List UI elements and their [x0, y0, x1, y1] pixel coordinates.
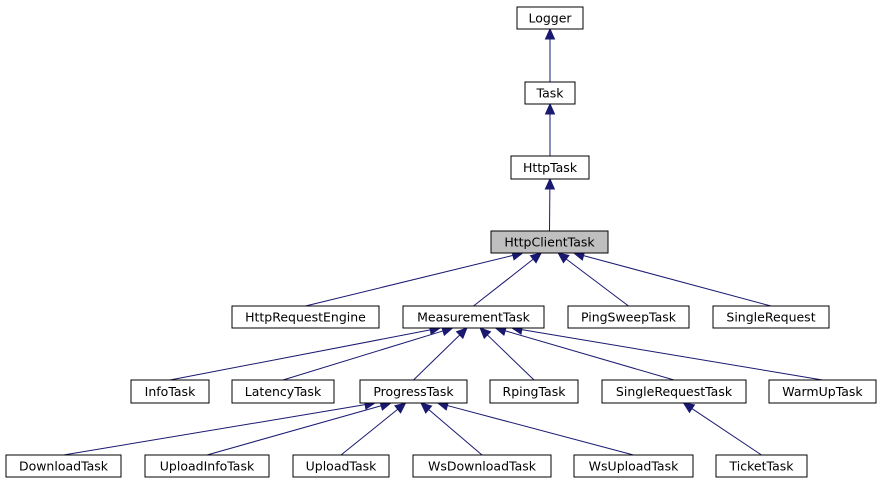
node-upload-info-task[interactable]: UploadInfoTask: [144, 454, 270, 478]
edge-single_request-to-http_client_task: [583, 255, 772, 307]
node-ticket-task[interactable]: TicketTask: [715, 454, 808, 478]
node-download-task-label: DownloadTask: [19, 459, 109, 474]
node-http-client-task-label: HttpClientTask: [504, 235, 595, 250]
node-http-request-engine-label: HttpRequestEngine: [245, 310, 366, 325]
arrowhead-http_client_task-to-http_task: [544, 177, 556, 190]
node-latency-task-label: LatencyTask: [245, 384, 322, 399]
edge-ticket_task-to-single_request_task: [691, 408, 762, 456]
node-progress-task-label: ProgressTask: [373, 384, 454, 399]
edge-rping_task-to-measurement_task: [487, 334, 535, 381]
edge-upload_task-to-progress_task: [340, 408, 399, 456]
arrowhead-ping_sweep_task-to-http_client_task: [557, 252, 570, 264]
node-ping-sweep-task[interactable]: PingSweepTask: [567, 305, 690, 329]
edge-single_request_task-to-measurement_task: [505, 330, 675, 381]
node-measurement-task[interactable]: MeasurementTask: [402, 305, 545, 329]
node-http-task-label: HttpTask: [523, 160, 578, 175]
edge-ping_sweep_task-to-http_client_task: [565, 258, 629, 307]
node-rping-task[interactable]: RpingTask: [489, 379, 579, 404]
edge-info_task-to-measurement_task: [169, 329, 431, 381]
arrowhead-rping_task-to-measurement_task: [479, 327, 492, 340]
edge-latency_task-to-measurement_task: [282, 330, 444, 381]
arrowhead-task-to-logger: [544, 27, 556, 40]
edge-ws_download_task-to-progress_task: [428, 409, 483, 456]
node-warm-up-task-label: WarmUpTask: [782, 384, 863, 399]
edge-progress_task-to-measurement_task: [413, 334, 461, 381]
node-info-task[interactable]: InfoTask: [130, 379, 210, 404]
arrowhead-upload_task-to-progress_task: [394, 402, 407, 414]
node-ws-download-task[interactable]: WsDownloadTask: [412, 454, 552, 478]
node-rping-task-label: RpingTask: [503, 384, 567, 399]
node-task[interactable]: Task: [524, 81, 576, 105]
node-progress-task[interactable]: ProgressTask: [359, 379, 468, 404]
edge-measurement_task-to-http_client_task: [473, 258, 534, 307]
arrowhead-measurement_task-to-http_client_task: [529, 252, 543, 264]
node-ws-upload-task[interactable]: WsUploadTask: [573, 454, 694, 478]
node-measurement-task-label: MeasurementTask: [417, 310, 531, 325]
arrowhead-progress_task-to-measurement_task: [455, 327, 468, 340]
node-logger-label: Logger: [528, 11, 572, 26]
node-info-task-label: InfoTask: [145, 384, 196, 399]
node-logger[interactable]: Logger: [516, 6, 584, 30]
arrowhead-ws_download_task-to-progress_task: [420, 402, 433, 414]
node-ping-sweep-task-label: PingSweepTask: [581, 310, 677, 325]
node-http-task[interactable]: HttpTask: [510, 155, 590, 180]
edge-ws_upload_task-to-progress_task: [447, 405, 634, 456]
node-warm-up-task[interactable]: WarmUpTask: [768, 379, 877, 404]
edge-http_request_engine-to-http_client_task: [305, 254, 514, 307]
edge-download_task-to-progress_task: [63, 404, 366, 456]
edge-upload_info_task-to-progress_task: [206, 405, 382, 456]
arrowhead-ticket_task-to-single_request_task: [682, 402, 696, 414]
node-download-task[interactable]: DownloadTask: [5, 454, 122, 478]
node-latency-task[interactable]: LatencyTask: [231, 379, 335, 404]
node-task-label: Task: [536, 86, 565, 101]
node-http-client-task[interactable]: HttpClientTask: [490, 230, 609, 254]
node-ws-download-task-label: WsDownloadTask: [428, 459, 537, 474]
node-single-request-task[interactable]: SingleRequestTask: [601, 379, 747, 404]
node-upload-info-task-label: UploadInfoTask: [160, 459, 255, 474]
node-ws-upload-task-label: WsUploadTask: [589, 459, 679, 474]
arrowhead-http_task-to-task: [544, 102, 556, 115]
node-upload-task-label: UploadTask: [306, 459, 378, 474]
node-single-request-label: SingleRequest: [726, 310, 815, 325]
node-ticket-task-label: TicketTask: [729, 459, 795, 474]
node-single-request[interactable]: SingleRequest: [712, 305, 830, 329]
node-http-request-engine[interactable]: HttpRequestEngine: [231, 305, 380, 329]
node-upload-task[interactable]: UploadTask: [292, 454, 390, 478]
edge-warm_up_task-to-measurement_task: [521, 329, 823, 381]
node-single-request-task-label: SingleRequestTask: [616, 384, 733, 399]
